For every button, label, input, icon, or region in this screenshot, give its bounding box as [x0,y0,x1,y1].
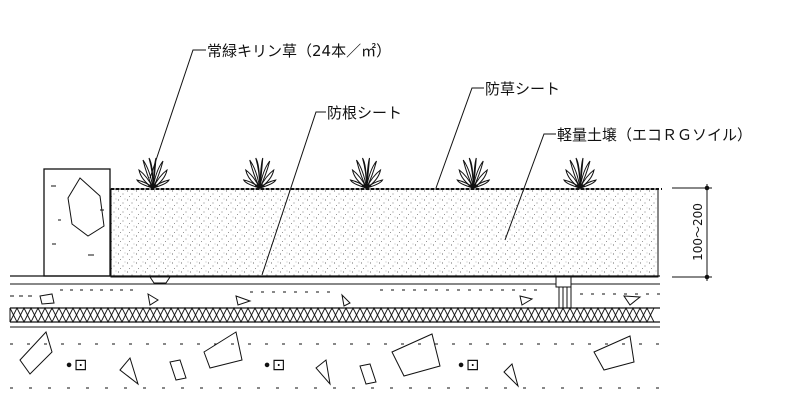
plant [349,157,384,189]
drain-fitting [555,276,572,308]
label-soil: 軽量土壌（エコＲＧソイル） [557,126,752,144]
leader-plant [149,49,206,179]
screed-layer [10,289,660,307]
leader-root-barrier [261,111,326,276]
plant [242,157,277,189]
concrete-slab: ∙⊡ ∙⊡ ∙⊡ [10,331,660,389]
plant [136,157,170,189]
root-barrier-lines [10,275,660,285]
parapet-block [43,168,111,277]
leader-weed-sheet [435,87,484,189]
svg-text:∙⊡: ∙⊡ [262,355,285,374]
label-root-barrier: 防根シート [327,104,402,122]
membrane-layer [9,306,660,328]
dimension-text: 100～200 [691,203,705,261]
svg-text:∙⊡: ∙⊡ [64,355,87,374]
dimension-line [672,184,712,281]
label-weed-sheet: 防草シート [485,80,560,98]
leader-soil [504,133,556,241]
plant [456,157,491,189]
leader-lines [149,49,556,276]
soil-layer [110,188,659,278]
plant [563,157,597,189]
label-plant: 常緑キリン草（24本／㎡） [207,42,391,60]
plant-row [136,157,597,189]
svg-text:∙⊡: ∙⊡ [456,355,479,374]
